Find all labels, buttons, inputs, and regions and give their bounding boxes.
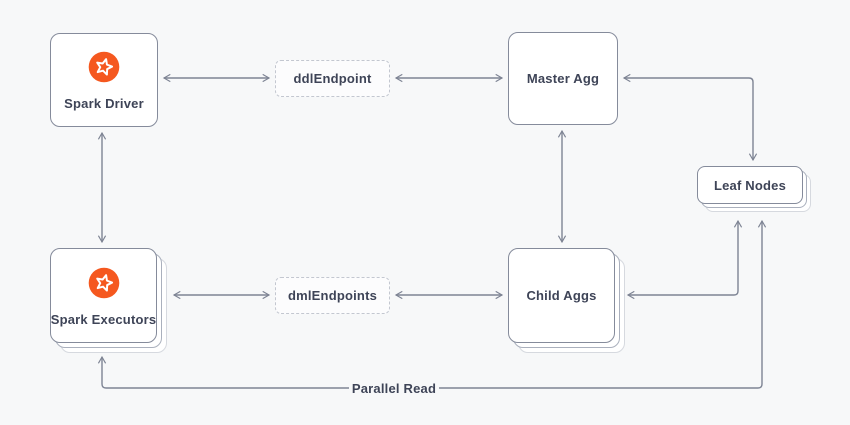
connector-childaggs-leafnodes [626,219,743,300]
edge-label-parallel-read: Parallel Read [351,381,437,396]
node-label-spark-driver: Spark Driver [64,96,144,111]
node-dml-endpoints: dmlEndpoints [275,277,390,314]
connector-masteragg-leafnodes [622,73,758,162]
node-ddl-endpoint: ddlEndpoint [275,60,390,97]
node-label-dml-endpoints: dmlEndpoints [287,288,378,303]
node-master-agg: Master Agg [508,32,618,125]
node-child-aggs: Child Aggs [508,248,625,353]
node-label-spark-executors: Spark Executors [50,311,157,327]
spark-icon [86,265,122,301]
node-leaf-nodes: Leaf Nodes [697,166,811,212]
node-label-ddl-endpoint: ddlEndpoint [293,71,372,86]
node-spark-driver: Spark Driver [50,33,158,127]
node-label-master-agg: Master Agg [526,71,600,86]
node-spark-executors: Spark Executors [50,248,167,353]
spark-icon [86,49,122,85]
connector-parallel-read-left [97,355,349,389]
node-label-child-aggs: Child Aggs [526,288,597,303]
node-label-leaf-nodes: Leaf Nodes [713,177,787,193]
